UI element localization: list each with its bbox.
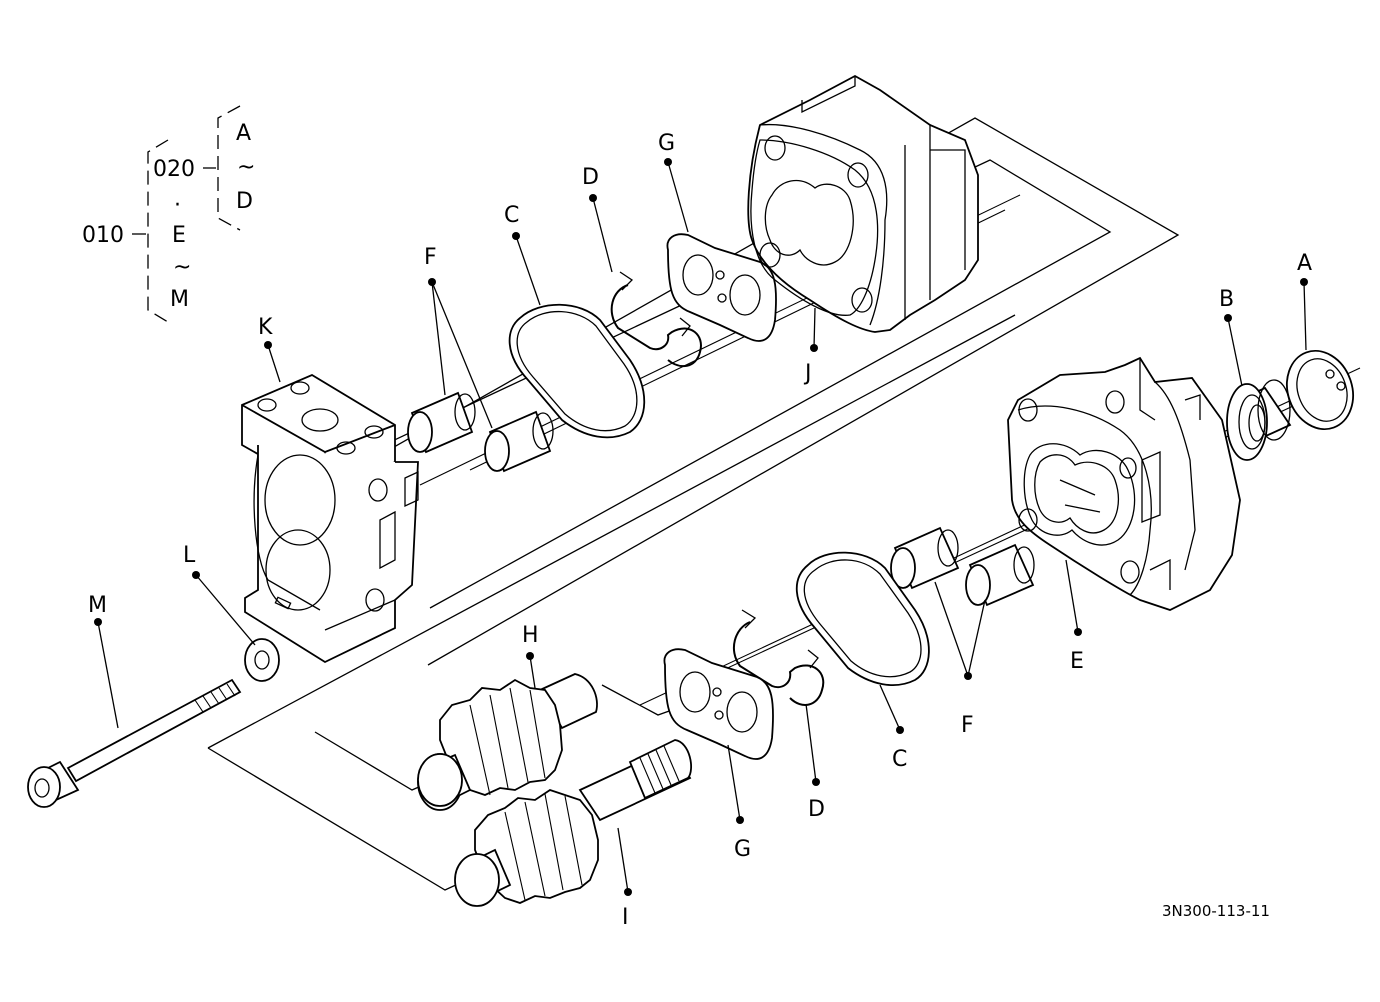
- label-b: B: [1219, 287, 1234, 312]
- label-i: I: [622, 905, 629, 930]
- part-e-front-cover: [1007, 356, 1241, 611]
- legend-020: 020: [153, 157, 195, 182]
- label-c-upper: C: [504, 203, 519, 228]
- legend-a: A: [236, 121, 251, 146]
- part-d-upper-clip: [610, 271, 702, 368]
- part-labels: A B C C D D E F F G G H I J K L M: [88, 131, 1312, 930]
- legend-dot: ·: [174, 193, 181, 218]
- part-k-pump-body: [241, 373, 419, 664]
- part-g-lower-gasket: [663, 648, 774, 760]
- legend-tilde-1: ~: [237, 155, 255, 180]
- label-f-upper: F: [424, 245, 437, 270]
- label-g-upper: G: [658, 131, 675, 156]
- part-m-bolt: [27, 678, 242, 808]
- label-d-lower: D: [808, 797, 825, 822]
- legend-d: D: [236, 189, 253, 214]
- part-c-upper-seal: [508, 303, 646, 439]
- part-i-drive-gear: [454, 739, 692, 907]
- part-j-gear-housing: [747, 74, 979, 333]
- label-j: J: [803, 361, 812, 386]
- legend-010: 010: [82, 223, 124, 248]
- legend-m: M: [170, 287, 189, 312]
- legend-tilde-2: ~: [173, 255, 191, 280]
- label-l: L: [183, 543, 196, 568]
- assembly-legend: 010 020 · A ~ D E ~ M: [82, 105, 255, 323]
- part-f-upper-bushings: [407, 391, 554, 473]
- label-c-lower: C: [892, 747, 907, 772]
- part-b-oil-seal: [1226, 379, 1292, 461]
- part-l-washer: [244, 638, 280, 682]
- label-d-upper: D: [582, 165, 599, 190]
- label-g-lower: G: [734, 837, 751, 862]
- label-a: A: [1297, 251, 1312, 276]
- label-f-lower: F: [961, 713, 974, 738]
- part-h-driven-gear: [417, 673, 598, 811]
- legend-e: E: [172, 223, 186, 248]
- part-c-lower-seal: [795, 551, 930, 687]
- part-f-lower-bushings: [890, 526, 1035, 607]
- part-d-lower-clip: [732, 609, 825, 706]
- part-a-snap-ring: [1286, 349, 1354, 431]
- label-h: H: [522, 623, 539, 648]
- part-g-upper-gasket: [666, 233, 777, 342]
- label-m: M: [88, 593, 107, 618]
- label-e: E: [1070, 649, 1084, 674]
- drawing-code: 3N300-113-11: [1162, 902, 1270, 920]
- label-k: K: [258, 315, 273, 340]
- leader-lines: [94, 158, 1308, 896]
